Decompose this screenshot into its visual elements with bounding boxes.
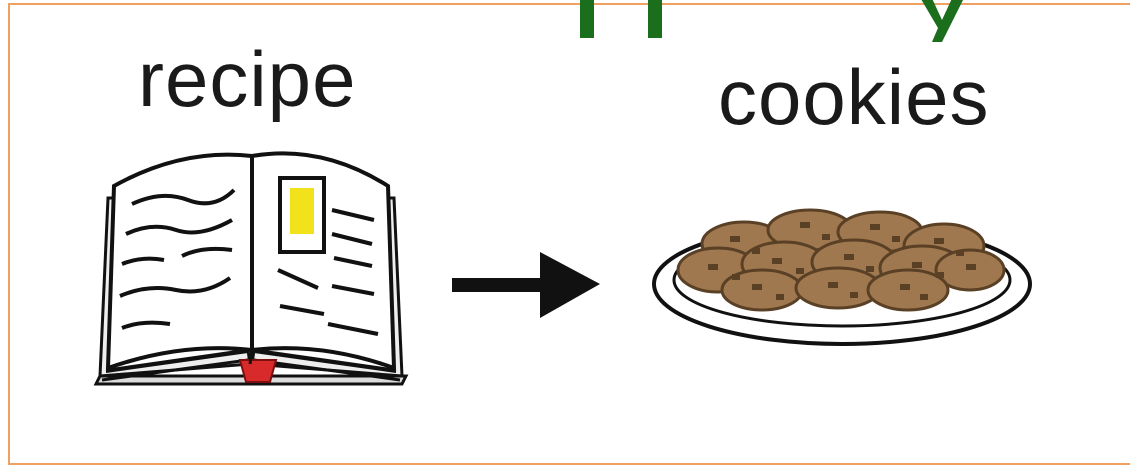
recipe-label: recipe [138, 40, 356, 118]
right-arrow-icon [452, 250, 602, 322]
title-fragment [570, 0, 1130, 44]
open-book-icon [92, 138, 410, 390]
cookies-label: cookies [718, 58, 989, 136]
cookie-plate-icon [652, 208, 1036, 348]
